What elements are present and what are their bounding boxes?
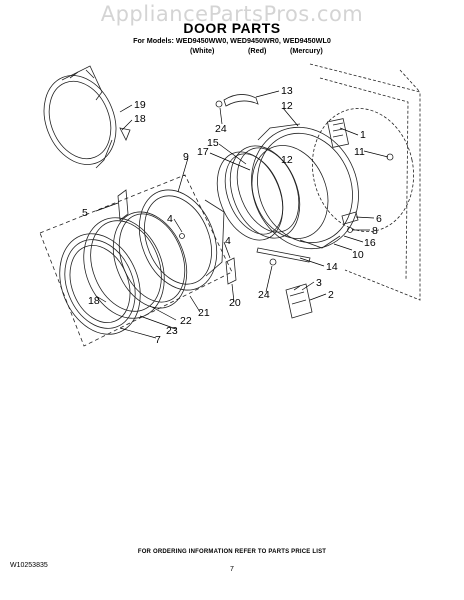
part-door-frame-12 <box>251 123 359 250</box>
part-gasket-17 <box>229 145 301 239</box>
part-door-glass-21 <box>112 211 188 309</box>
callout-4-upper: 4 <box>167 213 173 225</box>
part-hinge-2-3 <box>285 283 313 319</box>
callout-22: 22 <box>180 315 192 327</box>
callout-6: 6 <box>376 213 382 225</box>
page-number: 7 <box>230 566 234 573</box>
part-screw-24-upper <box>215 100 223 108</box>
callout-15: 15 <box>207 137 219 149</box>
part-hinge-strike-1 <box>326 118 350 148</box>
callout-7: 7 <box>155 334 161 346</box>
callout-14: 14 <box>326 261 338 273</box>
color-label-red: (Red) <box>248 46 267 55</box>
callout-20: 20 <box>229 297 241 309</box>
callout-23: 23 <box>166 325 178 337</box>
callout-19: 19 <box>134 99 146 111</box>
callout-12-lower: 12 <box>281 154 293 166</box>
callout-17: 17 <box>197 146 209 158</box>
part-screw-4-upper <box>179 233 185 239</box>
callout-18-upper: 18 <box>134 113 146 125</box>
part-trim-ring-22 <box>83 217 165 319</box>
callout-16: 16 <box>364 237 376 249</box>
callout-labels: 19 18 13 12 24 1 15 17 9 12 11 5 4 4 6 8… <box>82 85 382 346</box>
page-title: DOOR PARTS <box>183 20 281 36</box>
door-assembly-group-box <box>39 174 233 347</box>
part-inner-door-9 <box>138 189 225 291</box>
model-list: For Models: WED9450WW0, WED9450WR0, WED9… <box>133 36 331 45</box>
callout-2: 2 <box>328 289 334 301</box>
callout-3: 3 <box>316 277 322 289</box>
part-handle-13 <box>223 94 259 107</box>
callout-8: 8 <box>372 225 378 237</box>
color-label-mercury: (Mercury) <box>290 46 323 55</box>
part-outer-door-7 <box>59 233 141 335</box>
part-handle-cover-5 <box>117 189 129 221</box>
callout-9: 9 <box>183 151 189 163</box>
ordering-note: FOR ORDERING INFORMATION REFER TO PARTS … <box>137 549 327 555</box>
part-bracket-20 <box>225 257 237 285</box>
document-number: W10253835 <box>10 562 48 569</box>
watermark: AppliancePartsPros.com <box>100 2 364 26</box>
callout-24-lower: 24 <box>258 289 270 301</box>
color-label-white: (White) <box>190 46 215 55</box>
leader-lines <box>95 90 389 339</box>
callout-11: 11 <box>354 146 365 158</box>
part-hinge-pin-14 <box>256 247 311 263</box>
callout-1: 1 <box>360 129 366 141</box>
callout-24-upper: 24 <box>215 123 227 135</box>
callout-12-upper: 12 <box>281 100 293 112</box>
part-door-glass-15 <box>216 151 284 241</box>
part-inner-ring-19 <box>43 65 131 169</box>
callout-10: 10 <box>352 249 364 261</box>
callout-4-lower: 4 <box>225 235 231 247</box>
callout-21: 21 <box>198 307 210 319</box>
part-screw-24-lower <box>269 258 277 266</box>
callout-5: 5 <box>82 207 88 219</box>
cabinet-front-panel <box>309 63 421 301</box>
callout-18-lower: 18 <box>88 295 100 307</box>
callout-13: 13 <box>281 85 293 97</box>
